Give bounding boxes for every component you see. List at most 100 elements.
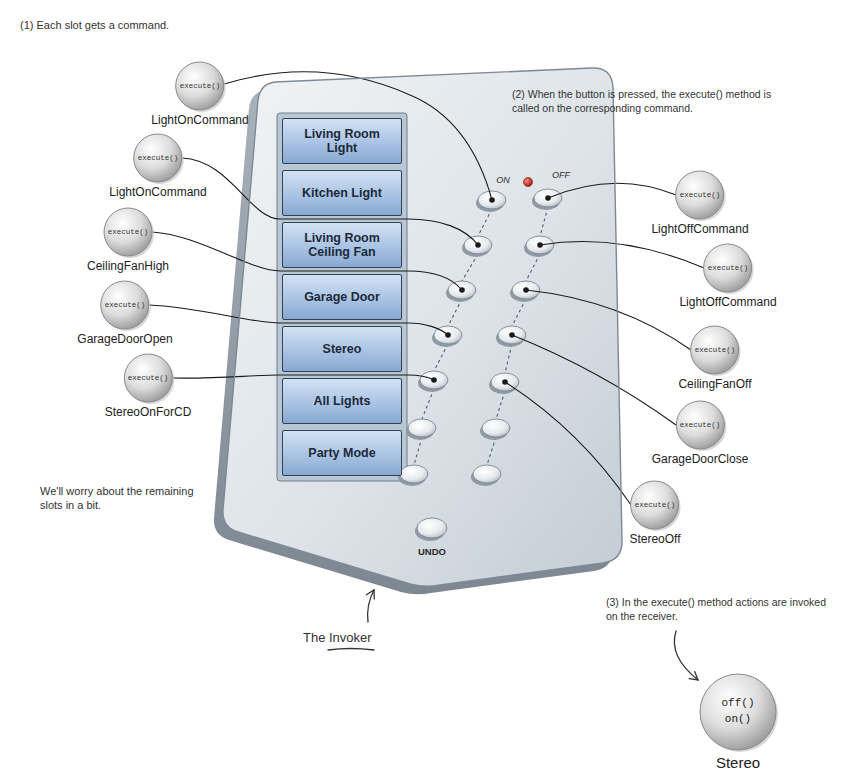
remote-outline bbox=[212, 58, 632, 598]
command-object: execute() LightOffCommand bbox=[675, 244, 780, 309]
method-name: execute() bbox=[680, 421, 721, 430]
undo-caption: UNDO bbox=[418, 546, 446, 557]
button-caption: OFF bbox=[552, 170, 570, 181]
ball-outline bbox=[700, 674, 776, 750]
text-holder: execute() bbox=[108, 228, 149, 237]
ball-outline bbox=[124, 354, 172, 402]
leader-lines bbox=[149, 72, 704, 505]
slot-name: Living Room Light bbox=[288, 127, 396, 156]
text-holder: on() bbox=[725, 713, 751, 726]
text-holder: UNDO bbox=[418, 546, 446, 557]
text-holder: Living Room Light bbox=[288, 127, 396, 156]
slot-name: Garage Door bbox=[288, 290, 396, 304]
note-holder: (1) Each slot gets a command. bbox=[20, 18, 169, 32]
ball-outline bbox=[704, 244, 752, 292]
remote-control: ON OFF UNDO Living Room LightKitchen LightL… bbox=[212, 58, 632, 598]
slot-label: Living Room Light bbox=[282, 118, 402, 164]
command-name: LightOnCommand bbox=[151, 113, 248, 127]
text-holder: Stereo bbox=[288, 342, 396, 356]
command-object: execute() LightOffCommand bbox=[647, 171, 752, 236]
command-name: StereoOff bbox=[629, 532, 680, 546]
slot-label: Garage Door bbox=[282, 274, 402, 320]
text-holder: execute() bbox=[128, 374, 169, 383]
command-object: execute() StereoOnForCD bbox=[101, 354, 196, 419]
text-holder: execute() bbox=[680, 421, 721, 430]
command-object: execute() GarageDoorOpen bbox=[73, 281, 176, 346]
note-holder: We'll worry about the remaining slots in… bbox=[40, 484, 205, 513]
ball-outline bbox=[104, 208, 152, 256]
text-holder: Party Mode bbox=[288, 446, 396, 460]
method-name: execute() bbox=[138, 154, 179, 163]
method-name: execute() bbox=[695, 346, 736, 355]
command-object: execute() GarageDoorClose bbox=[648, 401, 753, 466]
ball-outline bbox=[176, 62, 224, 110]
slot-name: Stereo bbox=[288, 342, 396, 356]
text-holder: execute() bbox=[708, 264, 749, 273]
text-holder: CeilingFanOff bbox=[678, 377, 751, 391]
annotation: (2) When the button is pressed, the exec… bbox=[512, 88, 774, 115]
method-name: execute() bbox=[180, 82, 221, 91]
button-caption: ON bbox=[496, 175, 510, 186]
remote-edge bbox=[223, 68, 622, 586]
method-name: execute() bbox=[708, 264, 749, 273]
remote-buttons bbox=[400, 189, 562, 538]
slot-name: Kitchen Light bbox=[288, 186, 396, 200]
text-holder: LightOffCommand bbox=[651, 222, 748, 236]
annotation: (3) In the execute() method actions are … bbox=[606, 596, 838, 623]
text-holder: All Lights bbox=[288, 394, 396, 408]
receiver-name: Stereo bbox=[716, 754, 760, 772]
slot-label: All Lights bbox=[282, 378, 402, 424]
method-name: execute() bbox=[680, 191, 721, 200]
slot-name: Living Room Ceiling Fan bbox=[288, 231, 396, 260]
command-name: LightOffCommand bbox=[651, 222, 748, 236]
ball-outline bbox=[134, 134, 182, 182]
text-holder: Stereo bbox=[716, 754, 760, 772]
power-led bbox=[524, 178, 533, 187]
text-holder: off() bbox=[721, 697, 754, 710]
command-object: execute() LightOnCommand bbox=[147, 62, 252, 127]
invoker-underline bbox=[328, 649, 374, 651]
text-holder: OFF bbox=[552, 170, 570, 181]
method-name: execute() bbox=[105, 301, 146, 310]
command-name: GarageDoorClose bbox=[652, 452, 749, 466]
slot-label: Living Room Ceiling Fan bbox=[282, 222, 402, 268]
leader-dots bbox=[431, 195, 551, 385]
method-name: off() bbox=[721, 697, 754, 710]
remote-body bbox=[214, 68, 622, 594]
command-name: LightOnCommand bbox=[109, 185, 206, 199]
ball-outline bbox=[101, 281, 149, 329]
text-holder: LightOnCommand bbox=[109, 185, 206, 199]
ball-outline bbox=[676, 171, 724, 219]
command-object: execute() CeilingFanOff bbox=[674, 326, 755, 391]
command-name: GarageDoorOpen bbox=[77, 332, 172, 346]
annotation: We'll worry about the remaining slots in… bbox=[40, 484, 205, 513]
text-holder: ON bbox=[496, 175, 510, 186]
remote-face bbox=[223, 68, 622, 586]
command-name: CeilingFanHigh bbox=[87, 259, 169, 273]
text-holder: execute() bbox=[695, 346, 736, 355]
method-name: execute() bbox=[128, 374, 169, 383]
text-holder: execute() bbox=[680, 191, 721, 200]
text-holder: CeilingFanHigh bbox=[87, 259, 169, 273]
receiver-object: off() on() Stereo bbox=[697, 674, 779, 772]
text-holder: execute() bbox=[138, 154, 179, 163]
text-holder: execute() bbox=[105, 301, 146, 310]
text-holder: Living Room Ceiling Fan bbox=[288, 231, 396, 260]
text-holder: StereoOff bbox=[629, 532, 680, 546]
slot-label: Stereo bbox=[282, 326, 402, 372]
slot-name: All Lights bbox=[288, 394, 396, 408]
receiver-arrow bbox=[674, 631, 698, 680]
method-name: execute() bbox=[108, 228, 149, 237]
command-object: execute() StereoOff bbox=[625, 481, 684, 546]
command-object: execute() LightOnCommand bbox=[105, 134, 210, 199]
command-name: StereoOnForCD bbox=[105, 405, 192, 419]
slot-name: Party Mode bbox=[288, 446, 396, 460]
command-name: LightOffCommand bbox=[679, 295, 776, 309]
note-holder: (3) In the execute() method actions are … bbox=[606, 596, 838, 623]
command-name: CeilingFanOff bbox=[678, 377, 751, 391]
text-holder: execute() bbox=[180, 82, 221, 91]
ball-outline bbox=[631, 481, 679, 529]
method-name: execute() bbox=[635, 501, 676, 510]
